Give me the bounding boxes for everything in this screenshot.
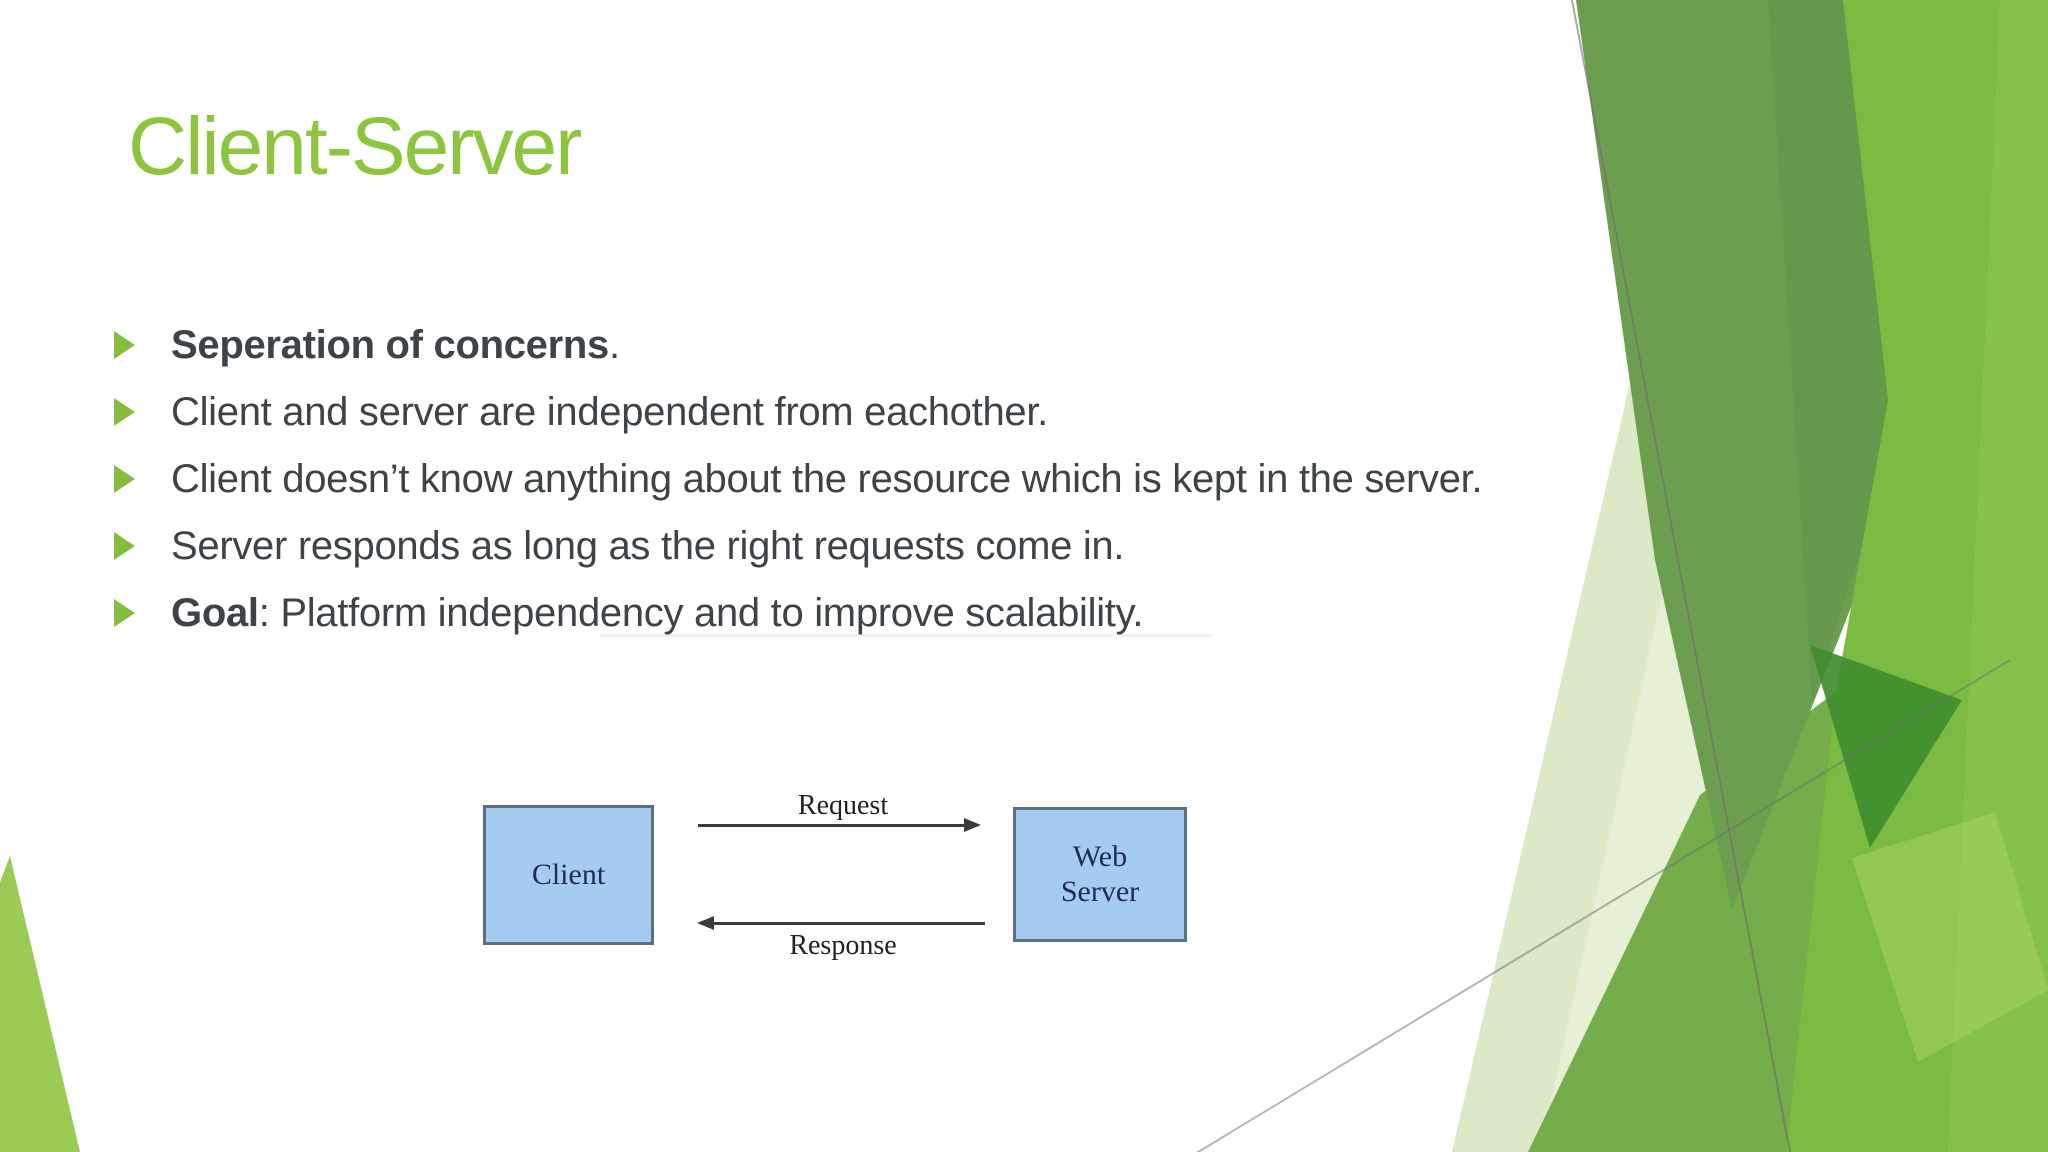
facet-shape-dark-wedge bbox=[1810, 645, 1962, 848]
bullet-item: Server responds as long as the right req… bbox=[114, 512, 1614, 579]
bullet-triangle-icon bbox=[114, 464, 135, 493]
web-server-box-label-line1: Web bbox=[1072, 840, 1128, 873]
faint-artifact-line bbox=[600, 634, 1212, 637]
response-arrowhead-icon bbox=[697, 916, 714, 930]
response-arrow-label: Response bbox=[789, 930, 897, 961]
bullet-item: Client doesn’t know anything about the r… bbox=[114, 445, 1614, 512]
request-arrow-label: Request bbox=[797, 790, 889, 821]
web-server-box-label-line2: Server bbox=[1060, 874, 1140, 908]
facet-shape-medium bbox=[1528, 690, 1838, 1152]
response-arrow-line bbox=[714, 922, 985, 925]
bullet-text: Client and server are independent from e… bbox=[171, 389, 1048, 434]
request-arrow-line bbox=[698, 824, 964, 827]
facet-shape-light-patch bbox=[1852, 812, 2048, 1062]
facet-line-shallow bbox=[1196, 659, 2011, 1152]
bullet-triangle-icon bbox=[114, 330, 135, 359]
slide-title: Client-Server bbox=[128, 101, 582, 192]
facet-shape-olive bbox=[1576, 0, 1905, 910]
bullet-triangle-icon bbox=[114, 531, 135, 560]
bullet-triangle-icon bbox=[114, 598, 135, 627]
bullet-item: Goal: Platform independency and to impro… bbox=[114, 579, 1614, 646]
bullet-text: Seperation of concerns. bbox=[171, 322, 620, 367]
facet-shape-bright-strip bbox=[1948, 0, 2048, 1152]
bullet-text: Goal: Platform independency and to impro… bbox=[171, 590, 1144, 635]
web-server-box: Web Server bbox=[1013, 807, 1187, 942]
bullet-list: Seperation of concerns. Client and serve… bbox=[114, 311, 1614, 646]
bullet-triangle-icon bbox=[114, 397, 135, 426]
client-box-label: Client bbox=[531, 857, 606, 891]
facet-shape-olive-dark bbox=[1768, 0, 1896, 700]
bullet-item: Client and server are independent from e… bbox=[114, 378, 1614, 445]
client-server-diagram: Client Web Server Request Response bbox=[455, 770, 1267, 1015]
bullet-text: Client doesn’t know anything about the r… bbox=[171, 456, 1483, 501]
request-arrowhead-icon bbox=[964, 818, 981, 832]
bullet-text: Server responds as long as the right req… bbox=[171, 523, 1125, 568]
facet-shape-bottom-left-wedge bbox=[0, 856, 80, 1152]
client-box: Client bbox=[483, 805, 654, 945]
bullet-item: Seperation of concerns. bbox=[114, 311, 1614, 378]
facet-shape-bright bbox=[1786, 0, 2048, 1152]
